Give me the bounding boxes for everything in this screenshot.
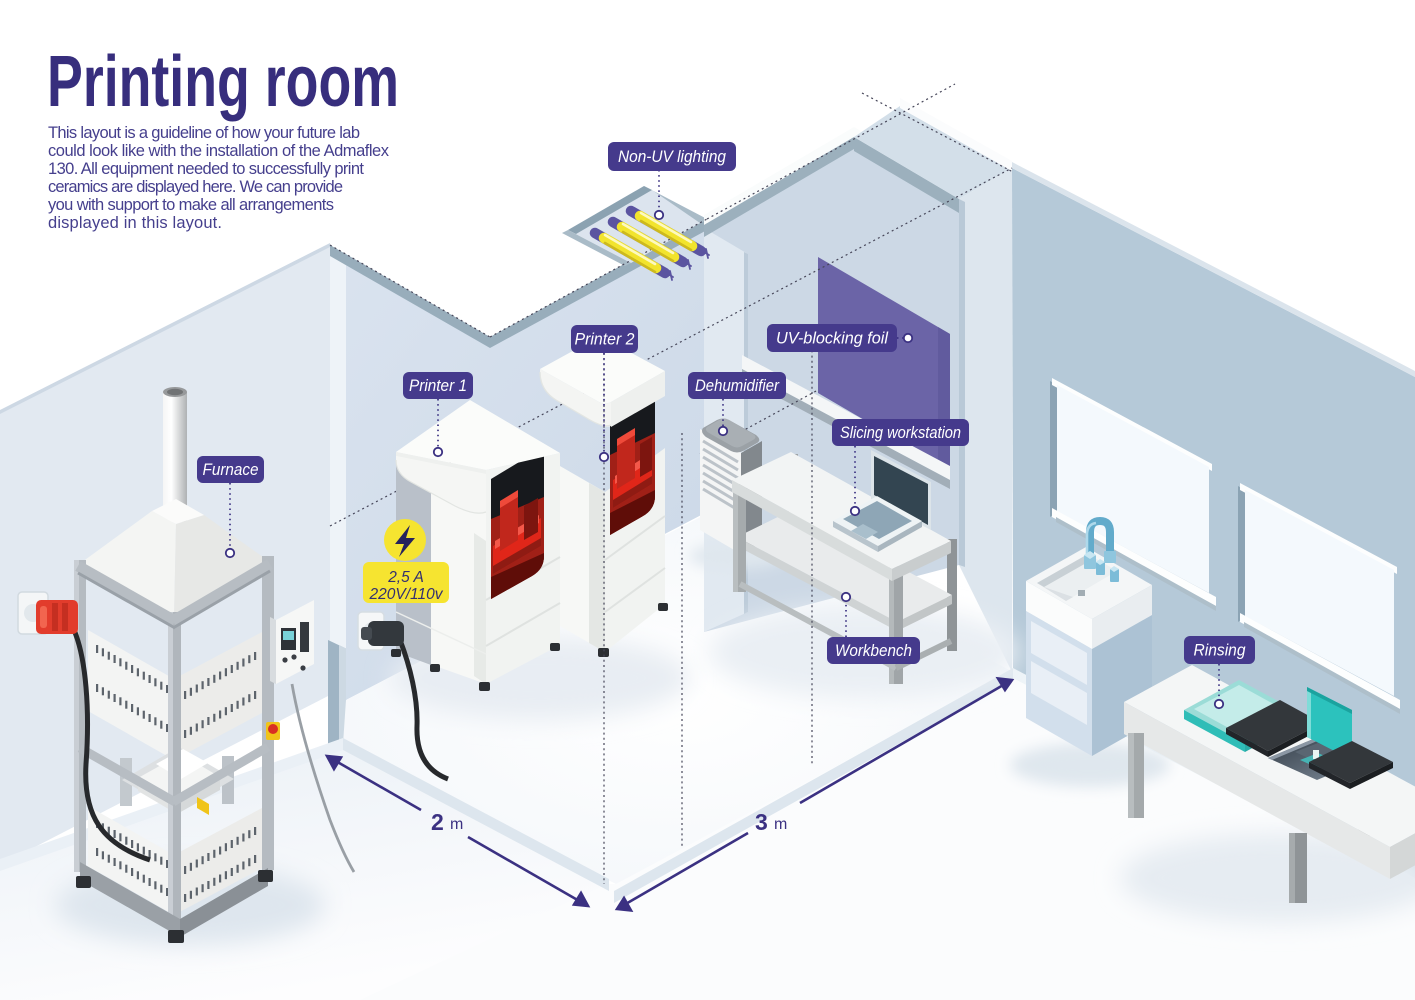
- svg-text:UV-blocking foil: UV-blocking foil: [776, 330, 889, 348]
- svg-text:Workbench: Workbench: [835, 642, 912, 660]
- svg-text:you with support to make all a: you with support to make all arrangement…: [48, 196, 334, 214]
- svg-text:could look like with the insta: could look like with the installation of…: [48, 142, 390, 160]
- svg-text:Printer 1: Printer 1: [409, 377, 467, 395]
- svg-text:Printing room: Printing room: [47, 42, 399, 122]
- svg-text:Slicing workstation: Slicing workstation: [840, 424, 961, 442]
- svg-text:2: 2: [431, 809, 444, 835]
- svg-text:130. All equipment needed to s: 130. All equipment needed to successfull…: [48, 160, 364, 178]
- svg-text:Non-UV lighting: Non-UV lighting: [618, 148, 727, 166]
- svg-text:Rinsing: Rinsing: [1194, 642, 1247, 660]
- svg-text:3: 3: [755, 809, 768, 835]
- svg-text:m: m: [774, 816, 787, 833]
- svg-text:m: m: [450, 816, 463, 833]
- svg-text:220V/110v: 220V/110v: [369, 586, 444, 603]
- svg-text:2,5 A: 2,5 A: [387, 569, 424, 586]
- svg-text:Dehumidifier: Dehumidifier: [695, 377, 780, 395]
- svg-text:displayed in this layout.: displayed in this layout.: [48, 214, 222, 232]
- svg-text:ceramics are displayed here. W: ceramics are displayed here. We can prov…: [48, 178, 343, 196]
- svg-text:Printer 2: Printer 2: [575, 331, 635, 349]
- svg-text:This layout is a guideline of: This layout is a guideline of how your f…: [48, 124, 360, 142]
- svg-text:Furnace: Furnace: [203, 461, 259, 479]
